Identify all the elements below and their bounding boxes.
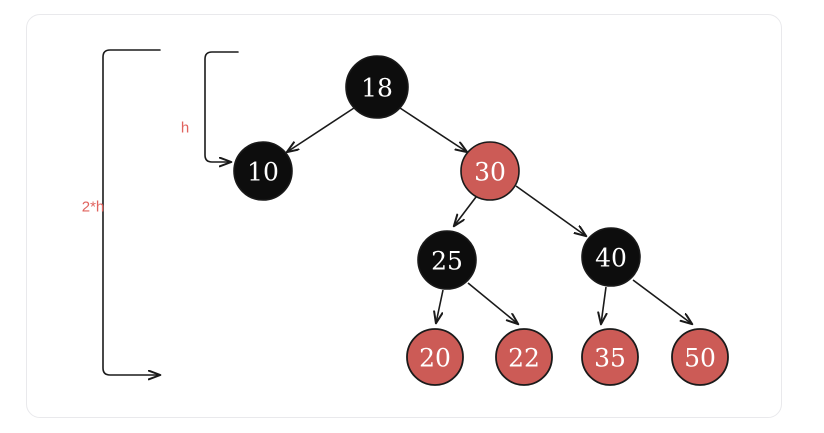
edge-30-40 (515, 185, 586, 236)
edge-25-20 (436, 289, 444, 323)
edge-18-10 (287, 107, 355, 152)
tree-node-40[interactable] (581, 227, 641, 287)
tree-edges (287, 107, 692, 324)
edge-25-22 (467, 282, 518, 324)
tree-nodes (233, 55, 729, 386)
tree-node-25[interactable] (417, 230, 477, 290)
tree-node-20[interactable] (406, 328, 464, 386)
tree-node-50[interactable] (671, 328, 729, 386)
annotation-bracket-h (204, 51, 239, 162)
edge-40-50 (632, 279, 692, 324)
edge-40-35 (601, 286, 606, 324)
tree-node-18[interactable] (345, 55, 409, 119)
edge-30-25 (454, 196, 477, 226)
edge-18-30 (399, 107, 467, 152)
tree-node-35[interactable] (581, 328, 639, 386)
annotation-label-h: h (180, 119, 190, 137)
annotation-label-2h: 2*h (81, 198, 105, 216)
annotation-bracket-2h (102, 49, 160, 375)
tree-node-10[interactable] (233, 141, 293, 201)
tree-node-22[interactable] (495, 328, 553, 386)
tree-node-30[interactable] (460, 141, 520, 201)
